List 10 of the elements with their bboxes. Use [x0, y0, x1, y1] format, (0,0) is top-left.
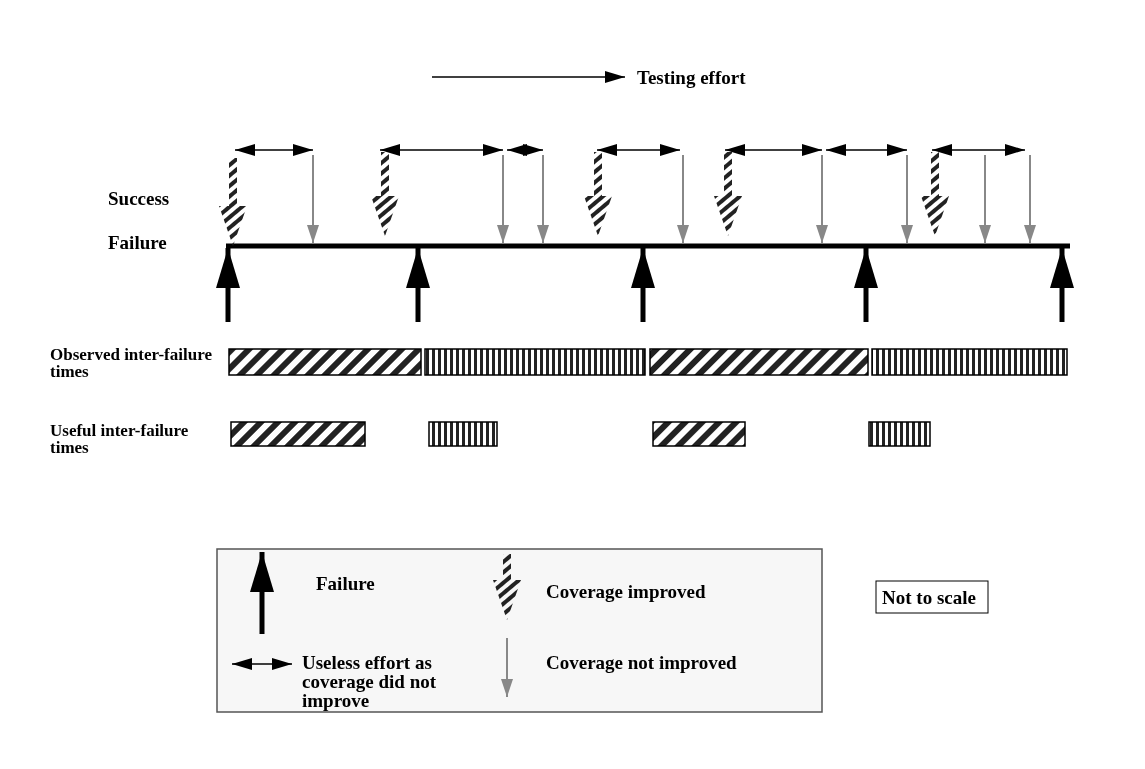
legend-label: Coverage not improved — [546, 653, 737, 672]
axis-label: Testing effort — [637, 68, 746, 87]
row-label: Observed inter-failure times — [50, 346, 213, 380]
scale-note: Not to scale — [882, 588, 976, 607]
row-label: Useful inter-failure times — [50, 422, 190, 456]
legend-label: Coverage improved — [546, 582, 706, 601]
row-label: Success — [108, 189, 170, 208]
legend-label: Useless effort as coverage did not improve — [302, 653, 438, 710]
row-label: Failure — [108, 233, 167, 252]
legend-label: Failure — [316, 574, 375, 593]
